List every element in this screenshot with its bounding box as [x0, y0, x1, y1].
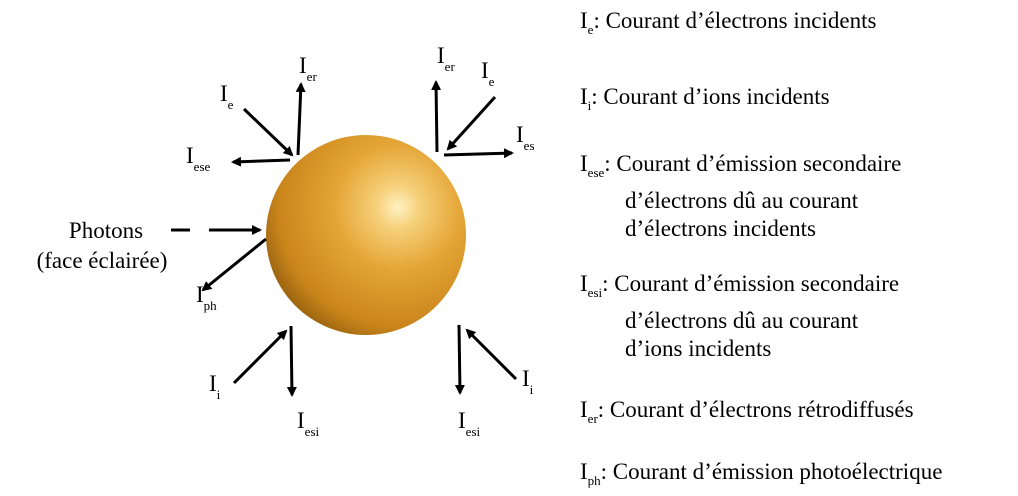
label-Iese: Iese [186, 143, 211, 174]
label-Ier-left: Ier [299, 53, 317, 84]
legend-entry-Iese: Iese: Courant d’émission secondaire d’él… [580, 150, 901, 243]
legend-symbol: Iese [580, 151, 605, 180]
arrow-Ie-right-incoming [446, 95, 497, 151]
legend-text: : Courant d’ions incidents [591, 84, 830, 109]
legend-text: : Courant d’électrons rétrodiffusés [597, 397, 914, 422]
legend-text: : Courant d’émission photoélectrique [600, 459, 943, 484]
arrow-Ii-left-incoming [232, 329, 288, 385]
label-Ie-left: Ie [220, 81, 234, 112]
photons-label: Photons [69, 218, 143, 243]
legend-text: : Courant d’électrons incidents [593, 8, 877, 33]
arrow-Iese-outgoing [231, 156, 291, 167]
arrow-Ii-right-incoming [465, 328, 518, 381]
legend-text: : Courant d’émission secondaire [602, 271, 900, 296]
label-Iesi-left: Iesi [297, 408, 320, 439]
legend-text: : Courant d’émission secondaire [604, 151, 902, 176]
arrow-Iph-outgoing [201, 237, 267, 292]
legend-symbol: Ii [580, 84, 592, 113]
legend-text-continued: d’électrons dû au courant [625, 188, 859, 213]
legend-entry-Iesi: Iesi: Courant d’émission secondaire d’él… [580, 270, 899, 363]
label-Iesi-right: Iesi [458, 408, 481, 439]
label-Ies: Ies [516, 122, 535, 153]
label-Ie-right: Ie [481, 58, 495, 89]
charged-sphere [266, 135, 466, 335]
legend-symbol: Ier [580, 397, 598, 426]
legend-text-continued: d’électrons incidents [625, 216, 816, 241]
label-Ier-right: Ier [437, 43, 455, 74]
legend-text-continued: d’électrons dû au courant [625, 308, 859, 333]
arrow-Iesi-left-outgoing [286, 325, 297, 397]
label-Ii-right: Ii [522, 366, 534, 397]
legend-entry-Ier: Ier: Courant d’électrons rétrodiffusés [580, 396, 914, 433]
label-Ii-left: Ii [209, 371, 221, 402]
legend-symbol: Iph [580, 459, 601, 488]
arrow-Ie-left-incoming [242, 107, 294, 157]
legend-symbol: Iesi [580, 271, 603, 300]
arrow-Iesi-right-outgoing [454, 324, 465, 395]
arrow-Ier-right-outgoing [431, 80, 442, 153]
photons-note: (face éclairée) [37, 248, 168, 273]
arrow-Ier-left-outgoing [295, 82, 306, 156]
legend-symbol: Ie [580, 8, 594, 37]
legend-entry-Ii: Ii: Courant d’ions incidents [580, 83, 830, 120]
current-diagram: Ier Ie Iese Ier Ie Ies Photons (face écl… [37, 43, 535, 439]
legend-entry-Iph: Iph: Courant d’émission photoélectrique [580, 458, 942, 495]
legend-entry-Ie: Ie: Courant d’électrons incidents [580, 7, 876, 44]
arrow-Ies-outgoing [443, 148, 514, 159]
legend-text-continued: d’ions incidents [625, 336, 772, 361]
label-Iph: Iph [196, 282, 217, 313]
